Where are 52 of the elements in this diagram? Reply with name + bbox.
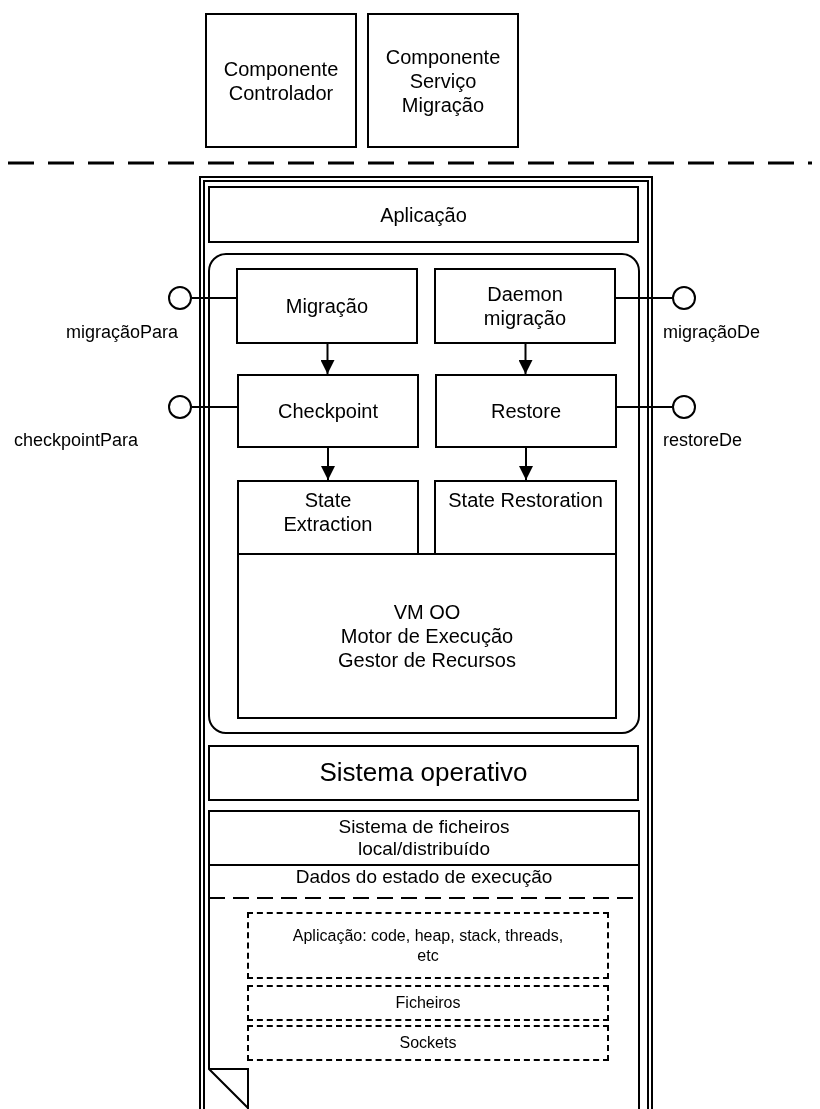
node-label: Sistema operativo — [318, 757, 529, 789]
interface-circle — [672, 395, 696, 419]
interface-circle — [672, 286, 696, 310]
process-box — [237, 480, 419, 555]
container-box — [208, 253, 640, 734]
dashed-box — [247, 1025, 609, 1061]
node-label: Restore — [490, 399, 562, 423]
node-label: Checkpoint — [276, 399, 380, 423]
connector-line — [615, 297, 673, 299]
dashed-box — [247, 985, 609, 1021]
interface-label: migraçãoDe — [663, 322, 761, 343]
interface-label: migraçãoPara — [66, 322, 179, 343]
node-label: Migração — [284, 294, 370, 318]
connector-line — [616, 406, 673, 408]
component-box — [367, 13, 519, 148]
node-label: Sistema de ficheiros local/distribuído — [337, 816, 511, 860]
document-shape — [208, 864, 640, 1109]
section-title: Dados do estado de execução — [294, 866, 554, 889]
node-label: Aplicação — [379, 202, 468, 227]
layer-box — [208, 810, 640, 866]
node-label: VM OO — [392, 600, 462, 624]
node-label: Sockets — [398, 1033, 458, 1053]
node-label: State Restoration — [447, 488, 604, 512]
dashed-box — [247, 912, 609, 979]
process-box — [237, 374, 419, 448]
node-label: Aplicação: code, heap, stack, threads, etc — [291, 926, 565, 965]
arrow — [320, 343, 335, 375]
connector-line — [191, 297, 237, 299]
process-box — [236, 268, 418, 344]
interface-circle — [168, 395, 192, 419]
node-label: Daemon migração — [482, 282, 568, 330]
interface-circle — [168, 286, 192, 310]
engine-box — [237, 553, 617, 719]
component-box — [205, 13, 357, 148]
node-label: Gestor de Recursos — [337, 648, 517, 672]
layer-box — [208, 186, 639, 243]
node-label: Ficheiros — [394, 993, 462, 1013]
process-box — [434, 480, 617, 555]
arrow — [518, 343, 533, 375]
node-label: Componente Controlador — [222, 56, 340, 105]
process-box — [435, 374, 617, 448]
node-label: State Extraction — [282, 488, 374, 536]
connector-line — [191, 406, 238, 408]
arrow — [321, 447, 335, 481]
node-label: Motor de Execução — [339, 624, 515, 648]
node-label: Componente Serviço Migração — [384, 44, 502, 117]
arrow — [519, 447, 533, 481]
interface-label: checkpointPara — [14, 430, 139, 451]
interface-label: restoreDe — [663, 430, 743, 451]
process-box — [434, 268, 616, 344]
layer-box — [208, 745, 639, 801]
machine-frame — [199, 176, 653, 1109]
